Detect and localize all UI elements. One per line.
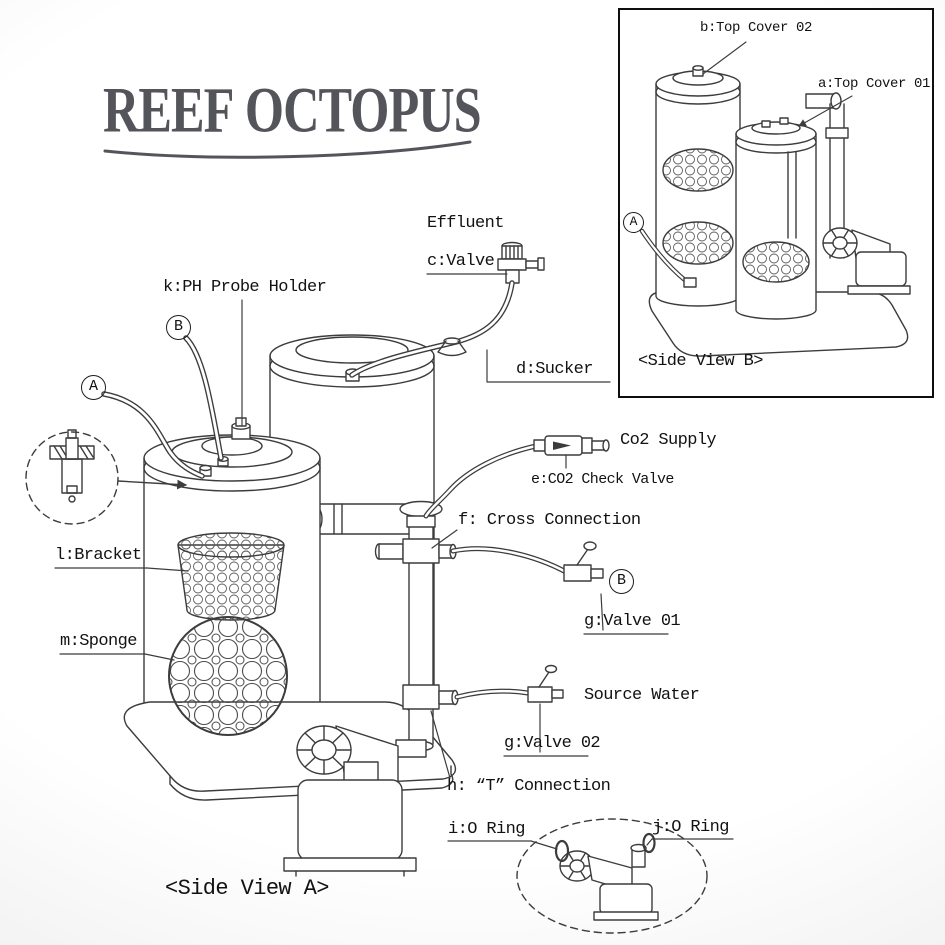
label-cross-connection: f: Cross Connection xyxy=(458,511,641,530)
valve-g1-tube xyxy=(450,546,569,575)
inset-callout-a: A xyxy=(623,212,644,233)
label-source-water: Source Water xyxy=(584,686,700,705)
label-top-cover-02: b:Top Cover 02 xyxy=(700,20,813,36)
inset-base-plate xyxy=(648,291,909,357)
label-valve-g2: g:Valve 02 xyxy=(504,734,601,753)
inset-left-cylinder xyxy=(655,65,741,307)
label-sucker: d:Sucker xyxy=(516,360,593,379)
inset-diagram xyxy=(639,41,911,357)
callout-b: B xyxy=(166,315,191,340)
label-ph-probe-holder: k:PH Probe Holder xyxy=(163,278,327,297)
valve-c xyxy=(497,241,545,284)
inset-pump xyxy=(822,227,911,295)
label-o-ring-i: i:O Ring xyxy=(448,820,525,839)
sucker xyxy=(437,337,467,357)
bracket-detail xyxy=(25,429,187,525)
caption-side-view-b: <Side View B> xyxy=(638,352,763,371)
tube-a xyxy=(101,391,205,479)
label-bracket: l:Bracket xyxy=(55,546,142,565)
label-top-cover-01: a:Top Cover 01 xyxy=(818,76,931,92)
t-connection-fitting xyxy=(402,684,459,710)
sponge-disc xyxy=(168,616,288,736)
main-diagram xyxy=(25,241,734,934)
co2-tube xyxy=(423,443,539,519)
cross-connection-fitting xyxy=(374,538,457,564)
logo-underline-swash xyxy=(103,140,472,159)
label-sponge: m:Sponge xyxy=(60,632,137,651)
label-valve-c: c:Valve xyxy=(427,252,495,271)
co2-check-valve xyxy=(533,435,610,456)
callout-a: A xyxy=(81,375,106,400)
leader-lines xyxy=(54,273,734,850)
callout-b2: B xyxy=(609,569,634,594)
label-t-connection: h: “T” Connection xyxy=(447,777,611,796)
ph-probe-holder xyxy=(231,417,251,440)
inset-tube-a xyxy=(639,228,697,288)
inset-right-cylinder xyxy=(735,117,817,320)
valve-g2 xyxy=(527,664,564,703)
o-ring-j xyxy=(642,832,656,854)
label-valve-g1: g:Valve 01 xyxy=(584,612,681,631)
inset-leader-lines xyxy=(702,41,853,127)
label-co2-check-valve: e:CO2 Check Valve xyxy=(531,471,674,488)
media-basket xyxy=(177,532,285,621)
label-o-ring-j: j:O Ring xyxy=(652,818,729,837)
caption-side-view-a: <Side View A> xyxy=(165,876,329,901)
pump xyxy=(283,725,427,877)
pump-oring-detail xyxy=(516,818,708,934)
valve-g2-tube xyxy=(454,688,531,700)
brand-logo-reef: REEF xyxy=(103,75,234,146)
label-co2-supply: Co2 Supply xyxy=(620,431,717,450)
brand-logo-octopus: OCTOPUS xyxy=(244,75,482,146)
vertical-pipe xyxy=(374,500,459,752)
label-effluent: Effluent xyxy=(427,214,504,233)
o-ring-i xyxy=(554,839,570,863)
tube-b xyxy=(183,335,224,461)
valve-g1 xyxy=(563,541,604,582)
